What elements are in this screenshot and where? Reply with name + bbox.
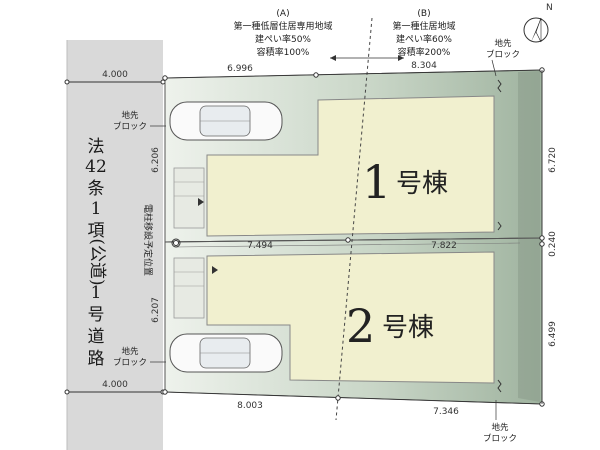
zone-b-info: (B) 第一種住居地域 建ぺい率60% 容積率200% xyxy=(392,9,455,58)
road-width-top-label: 4.000 xyxy=(102,70,128,80)
car-icon xyxy=(169,333,283,373)
road-char-0: 法 xyxy=(88,137,105,157)
zone-b-coverage: 建ぺい率60% xyxy=(396,33,452,45)
block-label-bottom-left-2: ブロック xyxy=(113,357,147,368)
dim-mid-right: 7.822 xyxy=(431,241,457,251)
public-road xyxy=(67,40,163,450)
pole-relocation-text: 電柱移設予定位置 xyxy=(142,204,154,276)
building-1-label: 1 号棟 xyxy=(362,155,448,209)
hedge-markers xyxy=(497,79,502,393)
road-char-2: 条 xyxy=(88,179,105,199)
zone-a-far: 容積率100% xyxy=(257,46,310,58)
block-label-left: 地先 ブロック xyxy=(113,110,166,132)
dim-right-upper: 6.720 xyxy=(548,147,558,173)
building-1-suffix: 号棟 xyxy=(396,169,448,199)
road-width-bottom-label: 4.000 xyxy=(102,380,128,390)
zone-a-coverage: 建ぺい率50% xyxy=(255,33,311,45)
zone-b-far: 容積率200% xyxy=(398,46,451,58)
road-caption: 法 42 条 1 項 1 号 道 路 (公道) xyxy=(85,137,107,369)
road-char-3: 1 xyxy=(91,199,102,219)
dim-left-lower: 6.207 xyxy=(151,297,161,323)
block-label-left-1: 地先 xyxy=(121,110,139,121)
road-char-4: 項 xyxy=(88,221,105,241)
zone-b-tag: (B) xyxy=(417,9,430,19)
road-char-1: 42 xyxy=(85,157,107,177)
dim-right-mid: 0.240 xyxy=(548,231,558,257)
block-label-left-2: ブロック xyxy=(113,121,147,132)
entrance-arrow-2 xyxy=(212,266,218,274)
zone-boundary-line xyxy=(335,17,373,421)
block-label-bottom-left-1: 地先 xyxy=(121,346,139,357)
zone-a-name: 第一種低層住居専用地域 xyxy=(233,20,332,32)
building-2-number: 2 xyxy=(346,299,375,353)
middle-dimension: 7.494 7.822 xyxy=(173,237,457,251)
block-label-top-right-2: ブロック xyxy=(486,49,520,60)
block-label-bottom-right: 地先 ブロック xyxy=(483,400,517,444)
boundary-wall-right xyxy=(518,71,540,402)
dim-mid-left: 7.494 xyxy=(247,241,273,251)
lot-divider xyxy=(164,237,543,243)
road-char-7: 道 xyxy=(88,327,105,347)
block-label-bottom-right-1: 地先 xyxy=(491,422,509,433)
porch-2 xyxy=(173,257,205,319)
car-icon xyxy=(169,101,283,141)
zone-a-info: (A) 第一種低層住居専用地域 建ぺい率50% 容積率100% xyxy=(233,9,332,58)
road-char-8: 路 xyxy=(88,349,105,369)
porch-1 xyxy=(173,167,205,229)
dim-bottom-left: 8.003 xyxy=(237,401,263,411)
pole-relocation-label: 電柱移設予定位置 xyxy=(142,204,181,276)
block-label-bottom-right-2: ブロック xyxy=(483,433,517,444)
block-label-top-right-1: 地先 xyxy=(494,38,512,49)
block-label-top-right: 地先 ブロック xyxy=(486,38,520,77)
road-public-label: (公道) xyxy=(87,238,107,285)
entrance-arrow-1 xyxy=(198,198,204,206)
north-arrow-icon: N xyxy=(523,3,553,43)
building-1-number: 1 xyxy=(362,155,391,209)
road-char-5: 1 xyxy=(91,283,102,303)
north-label: N xyxy=(546,3,553,13)
dim-top-left: 6.996 xyxy=(227,64,253,74)
zone-arrow xyxy=(330,55,404,61)
bottom-dimension: 8.003 7.346 xyxy=(162,389,545,417)
right-dimension: 6.720 0.240 6.499 xyxy=(539,70,558,404)
zone-a-tag: (A) xyxy=(276,9,289,19)
dim-top-right: 8.304 xyxy=(411,61,437,71)
building-2-label: 2 号棟 xyxy=(346,299,434,353)
block-label-bottom-left: 地先 ブロック xyxy=(113,346,166,368)
dim-bottom-right: 7.346 xyxy=(433,407,459,417)
road-char-6: 号 xyxy=(88,305,105,325)
dim-left-upper: 6.206 xyxy=(151,147,161,173)
zone-b-name: 第一種住居地域 xyxy=(392,20,455,32)
building-2-footprint xyxy=(206,251,495,384)
dim-right-lower: 6.499 xyxy=(548,321,558,347)
left-dimension: 6.206 6.207 xyxy=(151,147,161,323)
building-2-suffix: 号棟 xyxy=(382,313,434,343)
building-1-footprint xyxy=(206,95,495,237)
